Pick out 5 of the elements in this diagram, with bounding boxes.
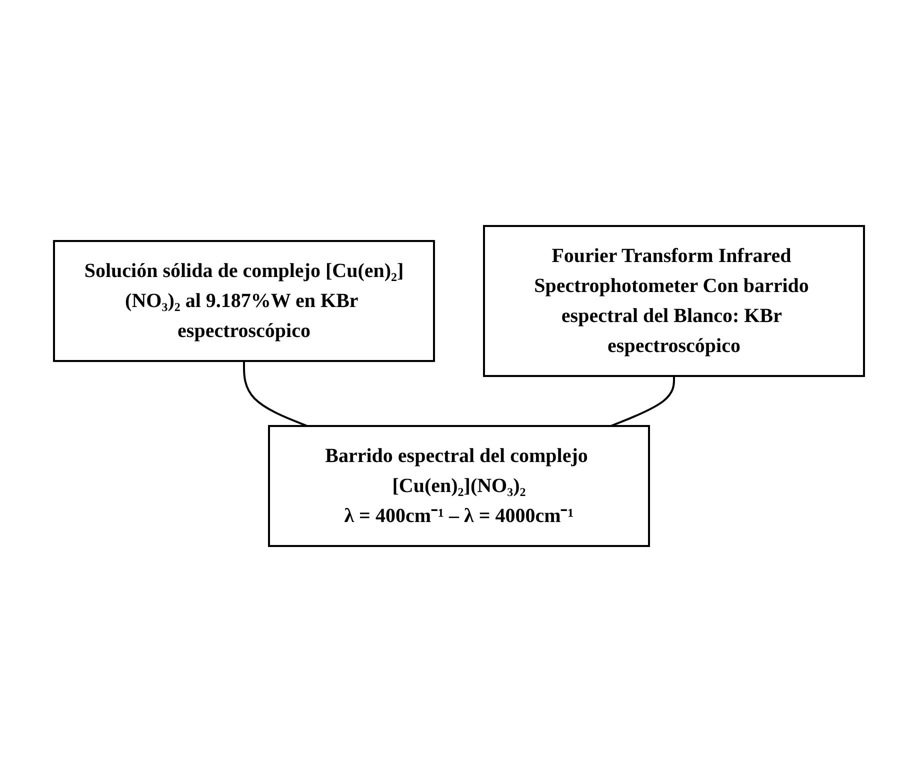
- node-box: Fourier Transform Infrared Spectrophotometer Con barrido espectral del Blanco: KBr espectroscópico: [483, 224, 865, 376]
- connector: [243, 360, 308, 426]
- connector: [610, 376, 675, 426]
- node-box: Barrido espectral del complejo [Cu(en)₂](NO₃)₂ λ = 400cm⁻¹ – λ = 4000cm⁻¹: [268, 424, 650, 546]
- node-box: Solución sólida de complejo [Cu(en)₂](NO₃)₂ al 9.187%W en KBr espectroscópico: [53, 240, 435, 362]
